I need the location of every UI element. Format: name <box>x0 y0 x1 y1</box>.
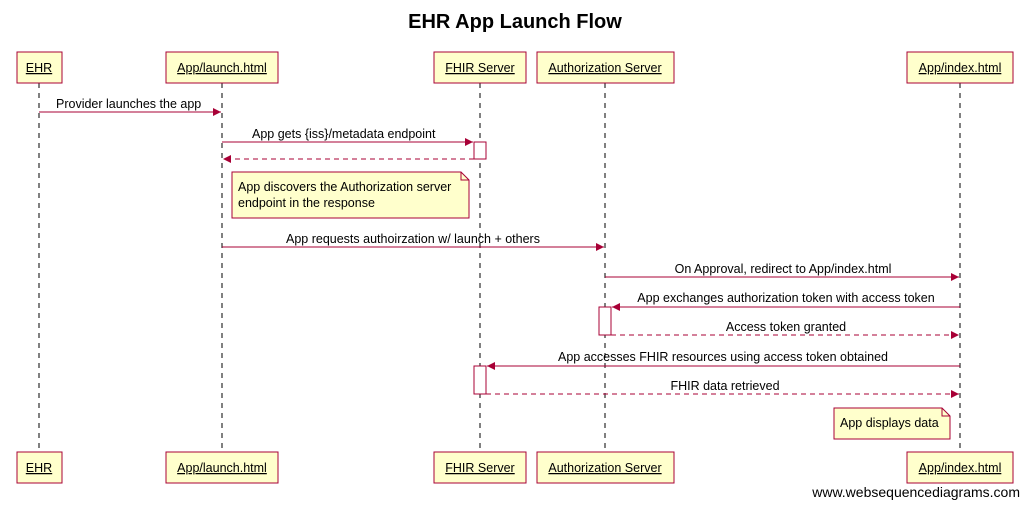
watermark: www.websequencediagrams.com <box>811 484 1020 500</box>
participant-label: App/launch.html <box>177 61 267 75</box>
participant-fhir: FHIR Server <box>433 51 527 84</box>
message-label: Access token granted <box>726 320 846 334</box>
message-data-retrieved: FHIR data retrieved <box>486 379 959 398</box>
message-provider-launch: Provider launches the app <box>39 97 221 116</box>
participant-label: Authorization Server <box>548 461 661 475</box>
message-exchange-token: App exchanges authorization token with a… <box>612 291 960 311</box>
participant-label: FHIR Server <box>445 461 514 475</box>
activations <box>473 141 612 395</box>
note-display-data: App displays data <box>833 407 951 440</box>
participants-bottom: EHR App/launch.html FHIR Server Authoriz… <box>16 451 1014 484</box>
message-label: On Approval, redirect to App/index.html <box>675 262 892 276</box>
participant-launch: App/launch.html <box>165 51 279 84</box>
note-discover-auth: App discovers the Authorization server e… <box>231 171 470 219</box>
participant-label: App/launch.html <box>177 461 267 475</box>
message-label: FHIR data retrieved <box>670 379 779 393</box>
message-request-authorization: App requests authoirzation w/ launch + o… <box>222 232 604 251</box>
message-label: App gets {iss}/metadata endpoint <box>252 127 436 141</box>
message-get-metadata: App gets {iss}/metadata endpoint <box>222 127 473 146</box>
participant-label: FHIR Server <box>445 61 514 75</box>
note-line: endpoint in the response <box>238 196 375 210</box>
participant-label: App/index.html <box>919 461 1002 475</box>
messages: Provider launches the app App gets {iss}… <box>39 97 960 398</box>
diagram-title: EHR App Launch Flow <box>408 11 622 33</box>
activation-auth-token <box>598 306 612 336</box>
participant-label: EHR <box>26 461 52 475</box>
message-access-resources: App accesses FHIR resources using access… <box>487 350 960 370</box>
participant-index-bottom: App/index.html <box>906 451 1014 484</box>
note-line: App displays data <box>840 416 939 430</box>
message-redirect: On Approval, redirect to App/index.html <box>605 262 959 281</box>
participants-top: EHR App/launch.html FHIR Server Authoriz… <box>16 51 1014 84</box>
activation-fhir-metadata <box>473 141 487 160</box>
message-label: App accesses FHIR resources using access… <box>558 350 888 364</box>
message-token-granted: Access token granted <box>611 320 959 339</box>
participant-fhir-bottom: FHIR Server <box>433 451 527 484</box>
participant-ehr: EHR <box>16 51 63 84</box>
activation-fhir-resources <box>473 365 487 395</box>
message-label: Provider launches the app <box>56 97 201 111</box>
note-line: App discovers the Authorization server <box>238 180 451 194</box>
participant-label: EHR <box>26 61 52 75</box>
participant-launch-bottom: App/launch.html <box>165 451 279 484</box>
participant-label: Authorization Server <box>548 61 661 75</box>
message-label: App exchanges authorization token with a… <box>637 291 934 305</box>
participant-ehr-bottom: EHR <box>16 451 63 484</box>
participant-index: App/index.html <box>906 51 1014 84</box>
participant-auth-bottom: Authorization Server <box>536 451 675 484</box>
participant-label: App/index.html <box>919 61 1002 75</box>
participant-auth: Authorization Server <box>536 51 675 84</box>
message-label: App requests authoirzation w/ launch + o… <box>286 232 540 246</box>
